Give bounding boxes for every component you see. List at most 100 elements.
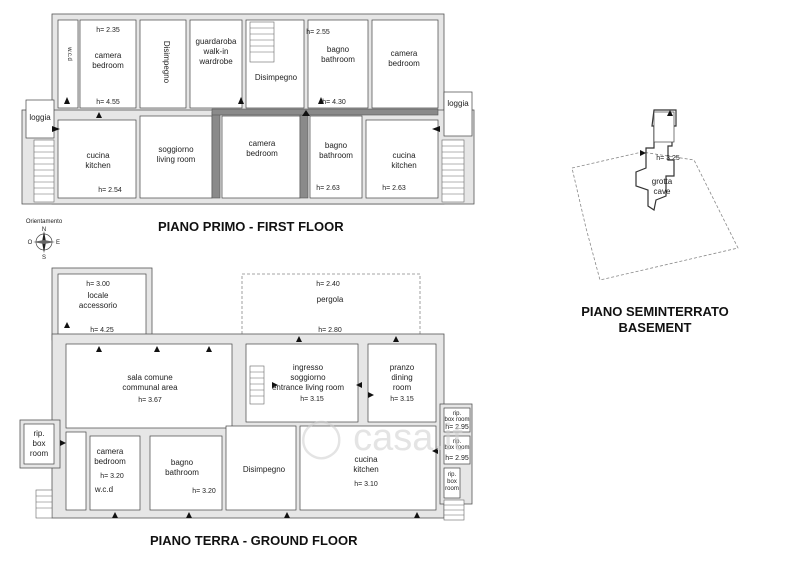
compass-s: S (42, 255, 46, 261)
door-marker (368, 392, 374, 398)
ingresso-en: entrance living room (272, 383, 344, 392)
door-marker (432, 448, 438, 454)
room-box-2 (443, 435, 471, 465)
stairs-first-left (33, 139, 55, 203)
room-box-3 (443, 467, 461, 499)
pranzo-name: pranzo (390, 363, 415, 372)
door-marker (154, 346, 160, 352)
label-living-first: soggiorno (158, 145, 194, 154)
height-kitchen-first-2: h= 2.63 (382, 185, 406, 192)
title-ground-floor: PIANO TERRA - GROUND FLOOR (150, 533, 358, 548)
pranzo-en: dining (391, 373, 412, 382)
label-bedroom-first-3-en: bedroom (246, 149, 278, 158)
locale-height-top: h= 3.00 (86, 281, 110, 288)
cucina-ground-height: h= 3.10 (354, 481, 378, 488)
room-pranzo (367, 343, 437, 423)
door-marker (284, 512, 290, 518)
label-bedroom-first-2-en: bedroom (388, 59, 420, 68)
stairs-ground-center (249, 365, 265, 405)
sala-en: communal area (122, 383, 178, 392)
watermark-logo: ◯ casa.it (300, 417, 463, 460)
rip-en2: room (30, 449, 49, 458)
pranzo-en2: room (393, 383, 412, 392)
dark-wall-1 (211, 111, 221, 199)
room-loggia-right (443, 91, 473, 137)
label-disimpegno-first-2: Disimpegno (255, 73, 298, 82)
label-disimpegno-first-1: Disimpegno (162, 41, 171, 84)
room-ingresso (245, 343, 359, 423)
compass-o: O (28, 240, 33, 246)
bagno-ground-en: bathroom (165, 468, 199, 477)
door-marker (414, 512, 420, 518)
door-marker (640, 150, 646, 156)
door-marker (206, 346, 212, 352)
room-wcd-ground (65, 431, 87, 511)
locale-name: locale (88, 291, 109, 300)
label-living-first-en: living room (157, 155, 196, 164)
pergola-name: pergola (317, 295, 344, 304)
box2-name: rip. (453, 439, 462, 445)
room-rip-left (23, 423, 55, 465)
label-loggia-left: loggia (29, 113, 51, 122)
box2-en: box room (444, 445, 469, 451)
rip-name: rip. (33, 429, 44, 438)
camera-ground-en: bedroom (94, 457, 126, 466)
room-sala-comune (65, 343, 233, 429)
door-marker (393, 336, 399, 342)
compass-label: Orientamento (26, 219, 63, 225)
compass-n: N (42, 227, 46, 233)
label-bedroom-first-3: camera (249, 139, 276, 148)
rip-en: box (33, 439, 46, 448)
box1-en: box room (444, 417, 469, 423)
locale-en: accessorio (79, 301, 118, 310)
stairs-ground-right (443, 499, 465, 521)
camera-ground-height: h= 3.20 (100, 473, 124, 480)
label-bathroom-first-1-en: bathroom (321, 55, 355, 64)
label-bathroom-first-2-en: bathroom (319, 151, 353, 160)
height-bathroom-first-1: h= 2.55 (306, 29, 330, 36)
label-bedroom-first-1-en: bedroom (92, 61, 124, 70)
first-floor-plan: w.c.d h= 2.35 camera bedroom h= 4.55 Dis… (21, 13, 475, 205)
label-kitchen-first-2: cucina (392, 151, 416, 160)
height-first-extra-1: h= 4.55 (96, 99, 120, 106)
door-marker (302, 110, 310, 116)
stairs-first-center (249, 21, 275, 63)
ground-floor-plan: h= 3.00 locale accessorio h= 4.25 h= 2.4… (19, 267, 473, 521)
label-kitchen-first-2-en: kitchen (391, 161, 416, 170)
box3-en: box (447, 479, 457, 485)
label-wardrobe-en-1: walk-in (203, 47, 229, 56)
basement-plan: h= 3.25 grotta cave (571, 109, 739, 281)
room-box-1 (443, 407, 471, 433)
title-basement-2: BASEMENT (619, 320, 692, 335)
locale-height-bottom: h= 4.25 (90, 327, 114, 334)
title-basement-1: PIANO SEMINTERRATO (581, 304, 729, 319)
bagno-ground-height: h= 3.20 (192, 488, 216, 495)
door-marker (52, 126, 60, 132)
basement-height: h= 3.25 (656, 155, 680, 162)
sala-name: sala comune (127, 373, 173, 382)
room-bedroom-first-1 (79, 19, 137, 109)
room-loggia-left (25, 99, 55, 139)
door-marker (432, 126, 440, 132)
bagno-ground-name: bagno (171, 458, 194, 467)
dark-wall-2 (299, 111, 309, 199)
room-kitchen-ground (299, 425, 437, 511)
compass-cross-icon (33, 240, 55, 244)
box3-en2: room (445, 486, 459, 492)
room-disimpegno-ground (225, 425, 297, 511)
room-wcd-first (57, 19, 79, 109)
ingresso-name: ingresso (293, 363, 324, 372)
stairs-ground-left (35, 489, 53, 519)
box1-name: rip. (453, 411, 462, 417)
room-bedroom-first-3 (221, 115, 301, 199)
door-marker (238, 97, 244, 104)
pranzo-height: h= 3.15 (390, 396, 414, 403)
disimpegno-ground-name: Disimpegno (243, 465, 286, 474)
door-marker (667, 110, 673, 116)
box3-name: rip. (448, 472, 457, 478)
label-wardrobe: guardaroba (196, 37, 237, 46)
height-bathroom-first-2: h= 2.63 (316, 185, 340, 192)
room-bedroom-first-2 (371, 19, 439, 109)
cucina-ground-name: cucina (354, 455, 378, 464)
cucina-ground-en: kitchen (353, 465, 378, 474)
